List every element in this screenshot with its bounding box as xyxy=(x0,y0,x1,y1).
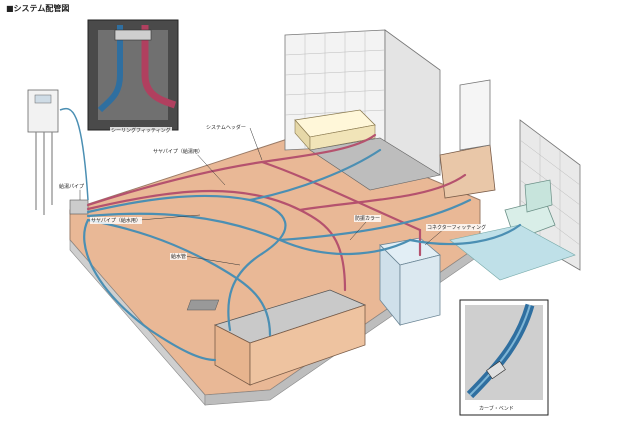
system-header xyxy=(69,199,89,215)
label-sayapipe-hot: サヤパイプ（給湯用） xyxy=(152,148,204,155)
diagram-title: ■システム配管図 xyxy=(6,4,70,13)
label-curve-bend: カーブ・ベンド xyxy=(478,405,515,412)
label-hot-pipe: 給湯パイプ xyxy=(58,183,86,190)
cold-pipes xyxy=(83,148,522,362)
label-system-header: システムヘッダー xyxy=(205,124,247,131)
bathroom-floor xyxy=(309,137,441,191)
label-sayapipe-cold: サヤパイプ（給水用） xyxy=(90,217,142,224)
label-collar: 防振カラー xyxy=(354,215,382,222)
label-connector-fitting: コネクターフィッティング xyxy=(426,224,488,231)
label-water-pipe: 給水管 xyxy=(170,253,188,260)
toilet-floor xyxy=(449,224,576,281)
label-sheathing-fitting: シーリングフィッティング xyxy=(110,127,172,134)
vanity xyxy=(439,144,496,199)
